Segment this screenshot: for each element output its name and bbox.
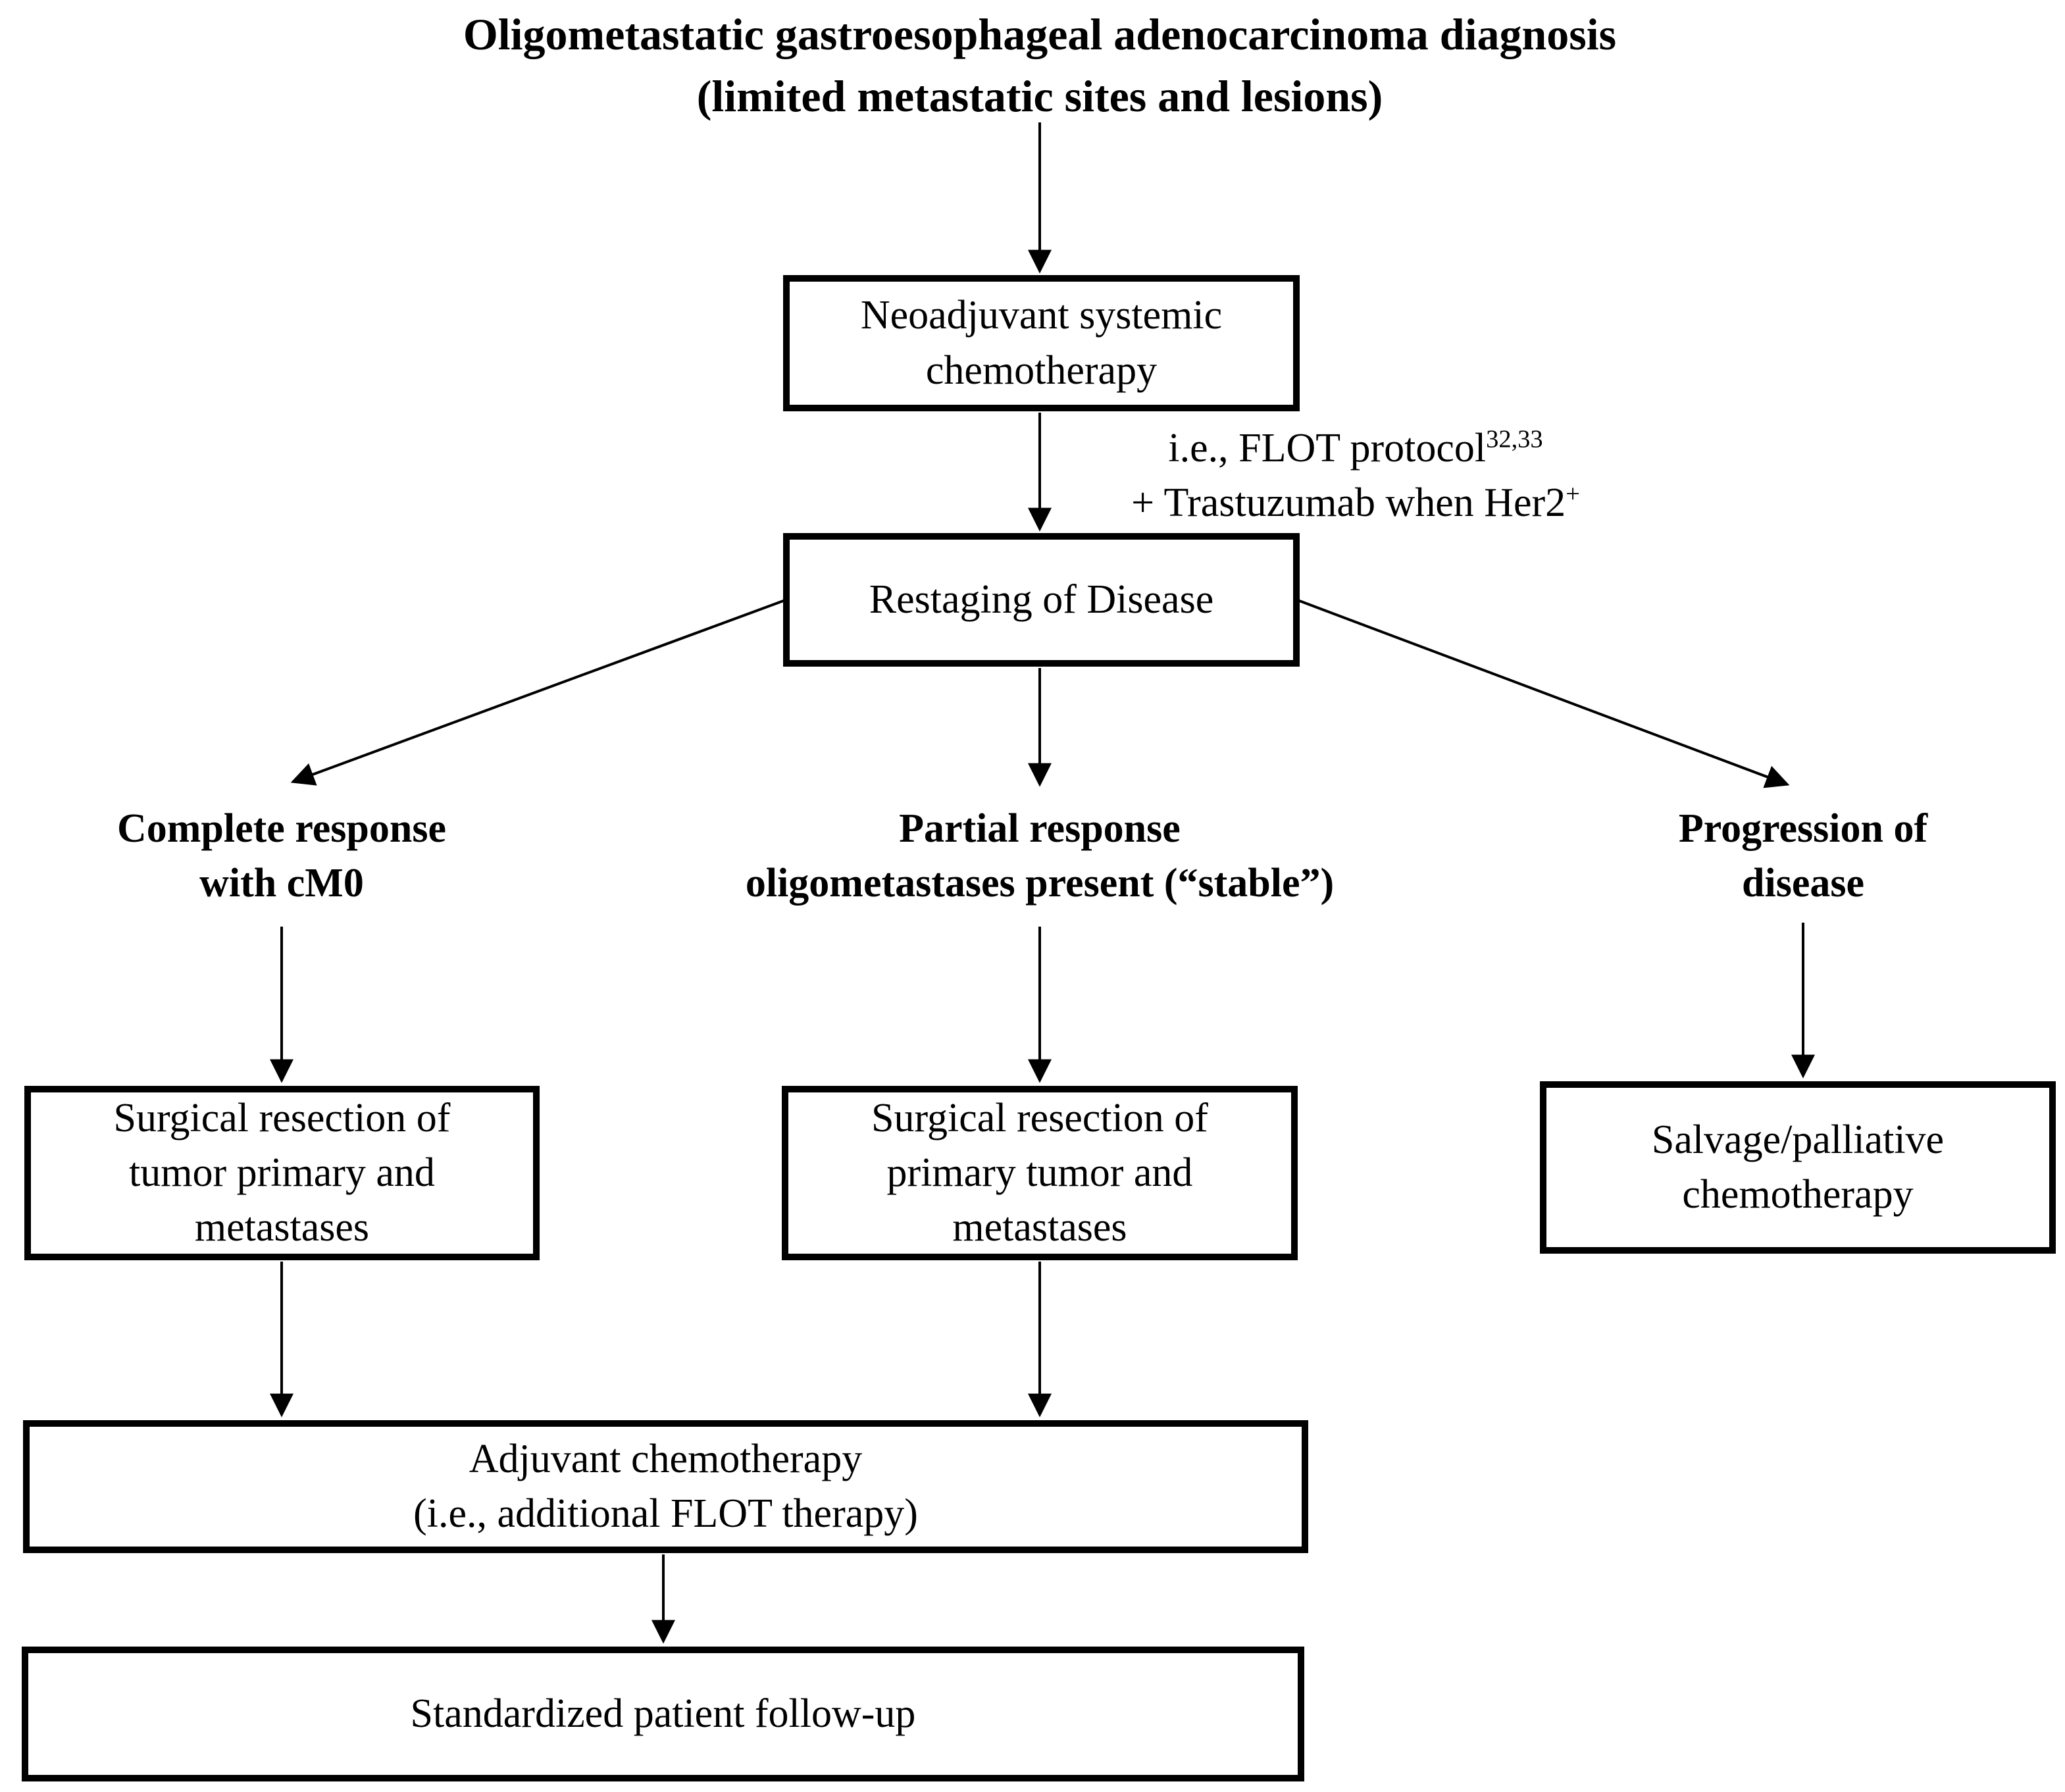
branch-text-line: Progression of <box>1678 806 1928 851</box>
branch-label-partial-response: Partial response oligometastases present… <box>658 802 1421 911</box>
node-restaging-of-disease: Restaging of Disease <box>783 533 1300 667</box>
branch-label-complete-response: Complete response with cM0 <box>0 802 563 911</box>
diagram-title-line1: Oligometastatic gastroesophageal adenoca… <box>463 9 1617 59</box>
annotation-line2: + Trastuzumab when Her2+ <box>1089 476 1622 530</box>
branch-text-line: Complete response <box>117 806 446 851</box>
annotation-line1-superscript: 32,33 <box>1486 425 1543 453</box>
node-salvage-palliative-chemotherapy: Salvage/palliative chemotherapy <box>1540 1081 2056 1254</box>
node-text-line: Surgical resection of <box>113 1095 451 1140</box>
node-surgical-resection-primary-tumor: Surgical resection of primary tumor and … <box>782 1086 1298 1260</box>
annotation-line1-text: i.e., FLOT protocol <box>1168 426 1487 471</box>
node-text-line: Restaging of Disease <box>869 576 1214 622</box>
node-text-line: Surgical resection of <box>871 1095 1208 1140</box>
diagram-title-line2: (limited metastatic sites and lesions) <box>696 70 1383 121</box>
branch-label-progression-of-disease: Progression of disease <box>1521 802 2065 911</box>
branch-text-line: Partial response <box>899 806 1181 851</box>
annotation-line1: i.e., FLOT protocol32,33 <box>1089 421 1622 476</box>
node-text-line: metastases <box>194 1205 370 1250</box>
node-surgical-resection-tumor-primary: Surgical resection of tumor primary and … <box>24 1086 540 1260</box>
node-standardized-followup: Standardized patient follow-up <box>22 1647 1304 1781</box>
node-adjuvant-chemotherapy: Adjuvant chemotherapy (i.e., additional … <box>23 1420 1308 1553</box>
node-text-line: metastases <box>952 1205 1127 1250</box>
node-text-line: (i.e., additional FLOT therapy) <box>413 1491 918 1536</box>
branch-text-line: oligometastases present (“stable”) <box>745 861 1335 906</box>
flot-protocol-annotation: i.e., FLOT protocol32,33 + Trastuzumab w… <box>1089 421 1622 530</box>
node-text-line: Neoadjuvant systemic <box>860 293 1223 338</box>
node-text-line: chemotherapy <box>925 347 1158 393</box>
node-text-line: Standardized patient follow-up <box>410 1691 916 1736</box>
annotation-line2-text: + Trastuzumab when Her2 <box>1131 480 1566 526</box>
annotation-line2-superscript: + <box>1566 480 1580 508</box>
diagram-title: Oligometastatic gastroesophageal adenoca… <box>395 4 1685 128</box>
arrow-restaging-to-complete-response <box>290 599 786 786</box>
node-text-line: chemotherapy <box>1682 1172 1914 1217</box>
arrow-restaging-to-progression <box>1297 599 1790 788</box>
node-text-line: primary tumor and <box>886 1150 1193 1195</box>
node-text-line: Adjuvant chemotherapy <box>469 1436 863 1481</box>
node-neoadjuvant-chemotherapy: Neoadjuvant systemic chemotherapy <box>783 275 1300 411</box>
branch-text-line: disease <box>1742 861 1864 906</box>
node-text-line: tumor primary and <box>129 1150 435 1195</box>
node-text-line: Salvage/palliative <box>1651 1117 1945 1162</box>
branch-text-line: with cM0 <box>199 861 364 906</box>
